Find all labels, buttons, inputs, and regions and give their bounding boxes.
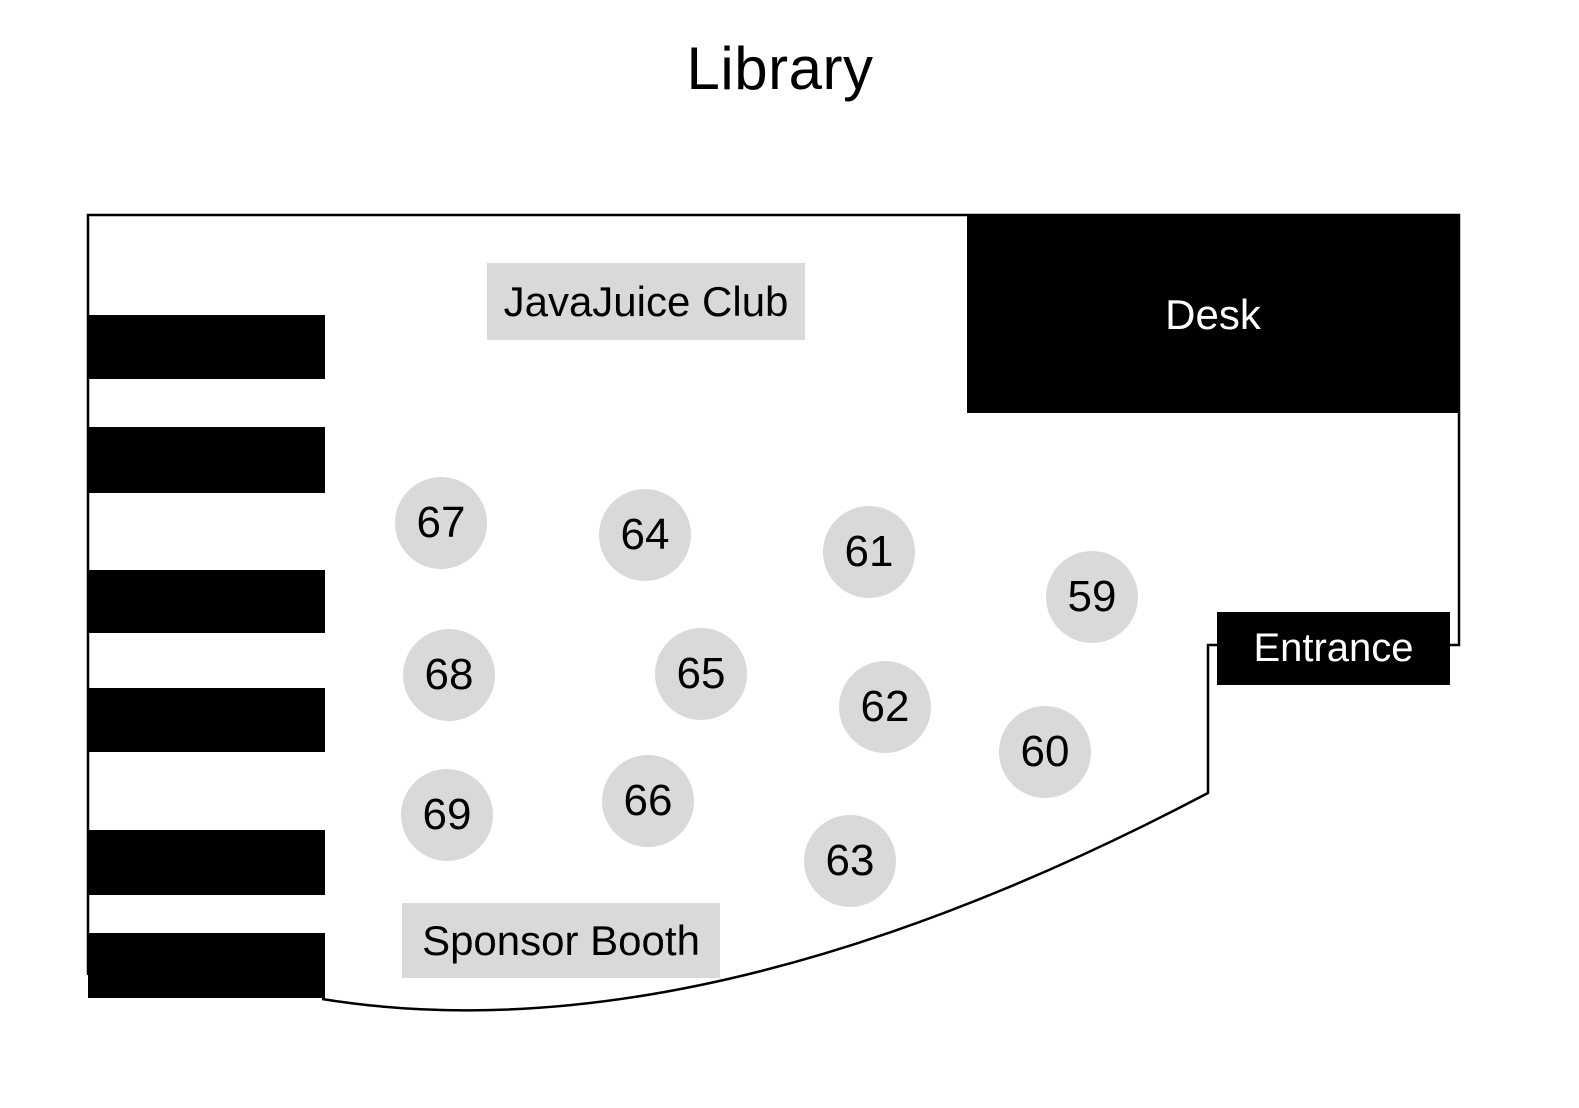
table-65[interactable]: 65 bbox=[655, 628, 747, 720]
table-64-label: 64 bbox=[620, 510, 670, 559]
table-65-label: 65 bbox=[676, 649, 726, 698]
bookshelf-5 bbox=[88, 830, 325, 895]
table-60[interactable]: 60 bbox=[999, 706, 1091, 798]
bookshelf-1 bbox=[88, 315, 325, 379]
table-66-label: 66 bbox=[623, 776, 673, 825]
table-64[interactable]: 64 bbox=[599, 489, 691, 581]
bookshelf-3 bbox=[88, 570, 325, 633]
desk-label: Desk bbox=[1165, 290, 1261, 338]
table-61-label: 61 bbox=[844, 527, 894, 576]
table-62[interactable]: 62 bbox=[839, 661, 931, 753]
table-60-label: 60 bbox=[1020, 727, 1070, 776]
bookshelf-2 bbox=[88, 427, 325, 493]
javajuice-club-booth: JavaJuice Club bbox=[487, 263, 805, 340]
table-63-label: 63 bbox=[825, 836, 875, 885]
table-62-label: 62 bbox=[860, 682, 910, 731]
table-63[interactable]: 63 bbox=[804, 815, 896, 907]
table-69[interactable]: 69 bbox=[401, 769, 493, 861]
table-67-label: 67 bbox=[416, 498, 466, 547]
bookshelf-6 bbox=[88, 933, 325, 998]
room-wall-curved-bottom bbox=[321, 643, 1217, 1012]
table-66[interactable]: 66 bbox=[602, 755, 694, 847]
table-59[interactable]: 59 bbox=[1046, 551, 1138, 643]
entrance-area: Entrance bbox=[1217, 612, 1450, 685]
bookshelf-4 bbox=[88, 688, 325, 752]
table-67[interactable]: 67 bbox=[395, 477, 487, 569]
entrance-label: Entrance bbox=[1253, 626, 1414, 670]
page-title: Library bbox=[686, 35, 874, 102]
javajuice-club-label: JavaJuice Club bbox=[503, 277, 789, 325]
table-69-label: 69 bbox=[422, 790, 472, 839]
table-68-label: 68 bbox=[424, 650, 474, 699]
table-59-label: 59 bbox=[1067, 572, 1117, 621]
desk-area: Desk bbox=[967, 216, 1459, 413]
table-68[interactable]: 68 bbox=[403, 629, 495, 721]
sponsor-booth-label: Sponsor Booth bbox=[422, 916, 700, 964]
table-61[interactable]: 61 bbox=[823, 506, 915, 598]
sponsor-booth: Sponsor Booth bbox=[402, 903, 720, 978]
